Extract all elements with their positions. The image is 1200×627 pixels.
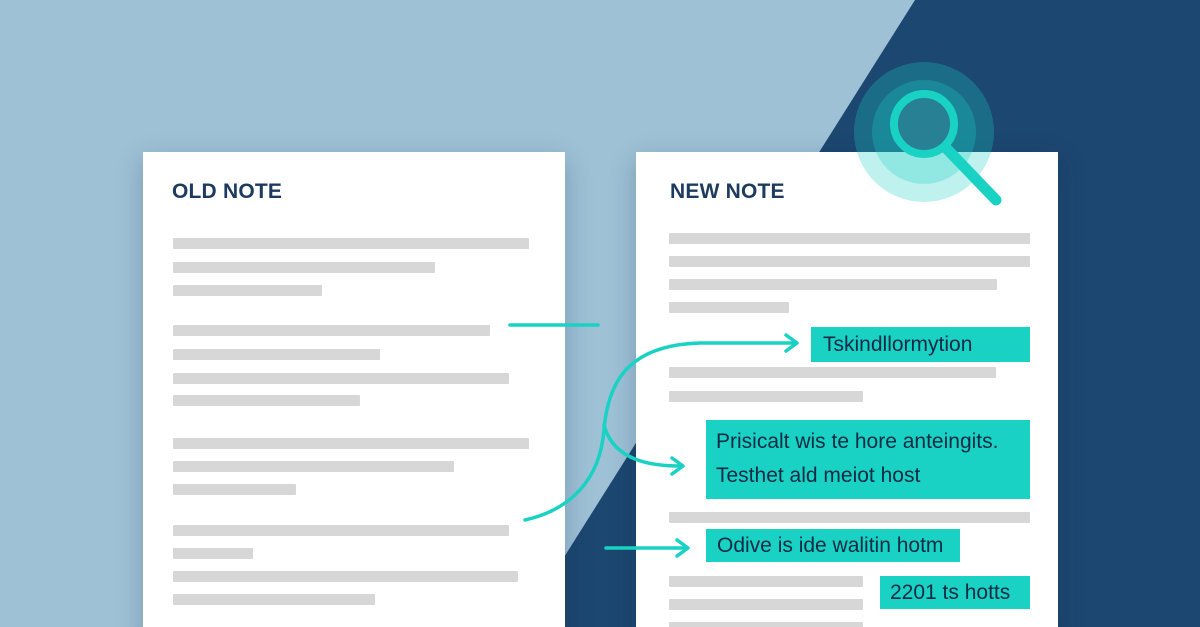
placeholder-line: [173, 349, 380, 360]
highlight-text: Odive is ide walitin hotm: [717, 534, 944, 557]
placeholder-line: [173, 571, 518, 582]
old-note-card: OLD NOTE: [143, 152, 565, 627]
placeholder-line: [173, 548, 253, 559]
placeholder-line: [669, 512, 1030, 523]
highlight-box: Tskindllormytion: [811, 327, 1030, 362]
placeholder-line: [669, 622, 863, 627]
placeholder-line: [173, 461, 454, 472]
placeholder-line: [173, 395, 360, 406]
placeholder-line: [173, 238, 529, 249]
placeholder-line: [173, 438, 529, 449]
placeholder-line: [669, 391, 863, 402]
highlight-box: Odive is ide walitin hotm: [706, 529, 960, 562]
new-note-card: NEW NOTE Tskindllormytion Prisicalt wis …: [636, 152, 1058, 627]
old-note-title: OLD NOTE: [172, 180, 283, 203]
highlight-box: 2201 ts hotts: [880, 576, 1030, 609]
placeholder-line: [669, 256, 1030, 267]
placeholder-line: [669, 576, 863, 587]
highlight-text: Prisicalt wis te hore anteingits.: [716, 430, 999, 453]
highlight-text: Testhet ald meiot host: [716, 464, 921, 487]
placeholder-line: [669, 302, 789, 313]
highlight-text: 2201 ts hotts: [890, 581, 1011, 604]
placeholder-line: [173, 373, 509, 384]
placeholder-line: [669, 279, 997, 290]
placeholder-line: [173, 262, 435, 273]
highlight-text: Tskindllormytion: [823, 333, 973, 356]
placeholder-line: [173, 325, 490, 336]
placeholder-line: [173, 525, 509, 536]
new-note-title: NEW NOTE: [670, 180, 785, 203]
placeholder-line: [669, 599, 863, 610]
placeholder-line: [173, 594, 375, 605]
placeholder-line: [669, 367, 996, 378]
placeholder-line: [173, 484, 296, 495]
magnifying-glass-icon: [854, 62, 1002, 206]
highlight-box: Prisicalt wis te hore anteingits. Testhe…: [706, 420, 1030, 499]
placeholder-line: [669, 233, 1030, 244]
placeholder-line: [173, 285, 322, 296]
